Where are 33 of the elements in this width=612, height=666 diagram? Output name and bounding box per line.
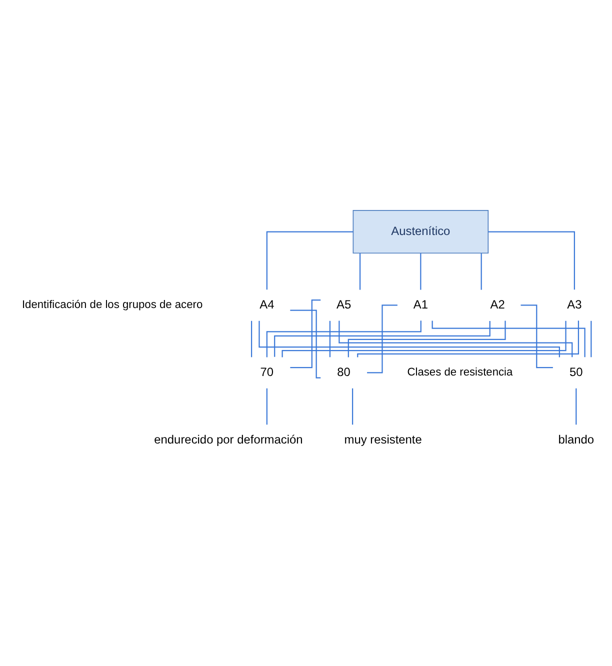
connector (348, 320, 506, 358)
connector (359, 253, 361, 290)
node-text: blando (558, 432, 594, 446)
connector (367, 304, 398, 374)
node-text: A2 (490, 297, 505, 312)
connector (290, 310, 321, 378)
connector (420, 253, 422, 290)
label: Identificación de los grupos de acero (22, 299, 203, 312)
node-text: 70 (260, 364, 274, 379)
connector (266, 320, 422, 358)
connector (290, 300, 321, 368)
connector (576, 388, 577, 425)
connector (590, 320, 592, 358)
node-text: 50 (570, 364, 583, 379)
node-box: Austenítico (352, 210, 489, 254)
connector (329, 320, 331, 358)
node-text: A3 (567, 297, 582, 312)
node-text: endurecido por deformación (154, 432, 303, 446)
connector (250, 320, 252, 358)
node-text: 80 (337, 364, 350, 379)
node-text: A1 (413, 297, 428, 312)
node-text: A5 (336, 297, 352, 312)
connector (488, 231, 575, 290)
connector (266, 388, 268, 425)
connector (432, 320, 586, 358)
node-text: muy resistente (344, 432, 422, 446)
connector (352, 388, 354, 425)
node-text: A4 (260, 297, 274, 312)
label: Clases de resistencia (407, 366, 513, 379)
connector (266, 231, 354, 290)
connector (274, 320, 490, 357)
connector (520, 304, 553, 368)
connector (480, 253, 482, 290)
